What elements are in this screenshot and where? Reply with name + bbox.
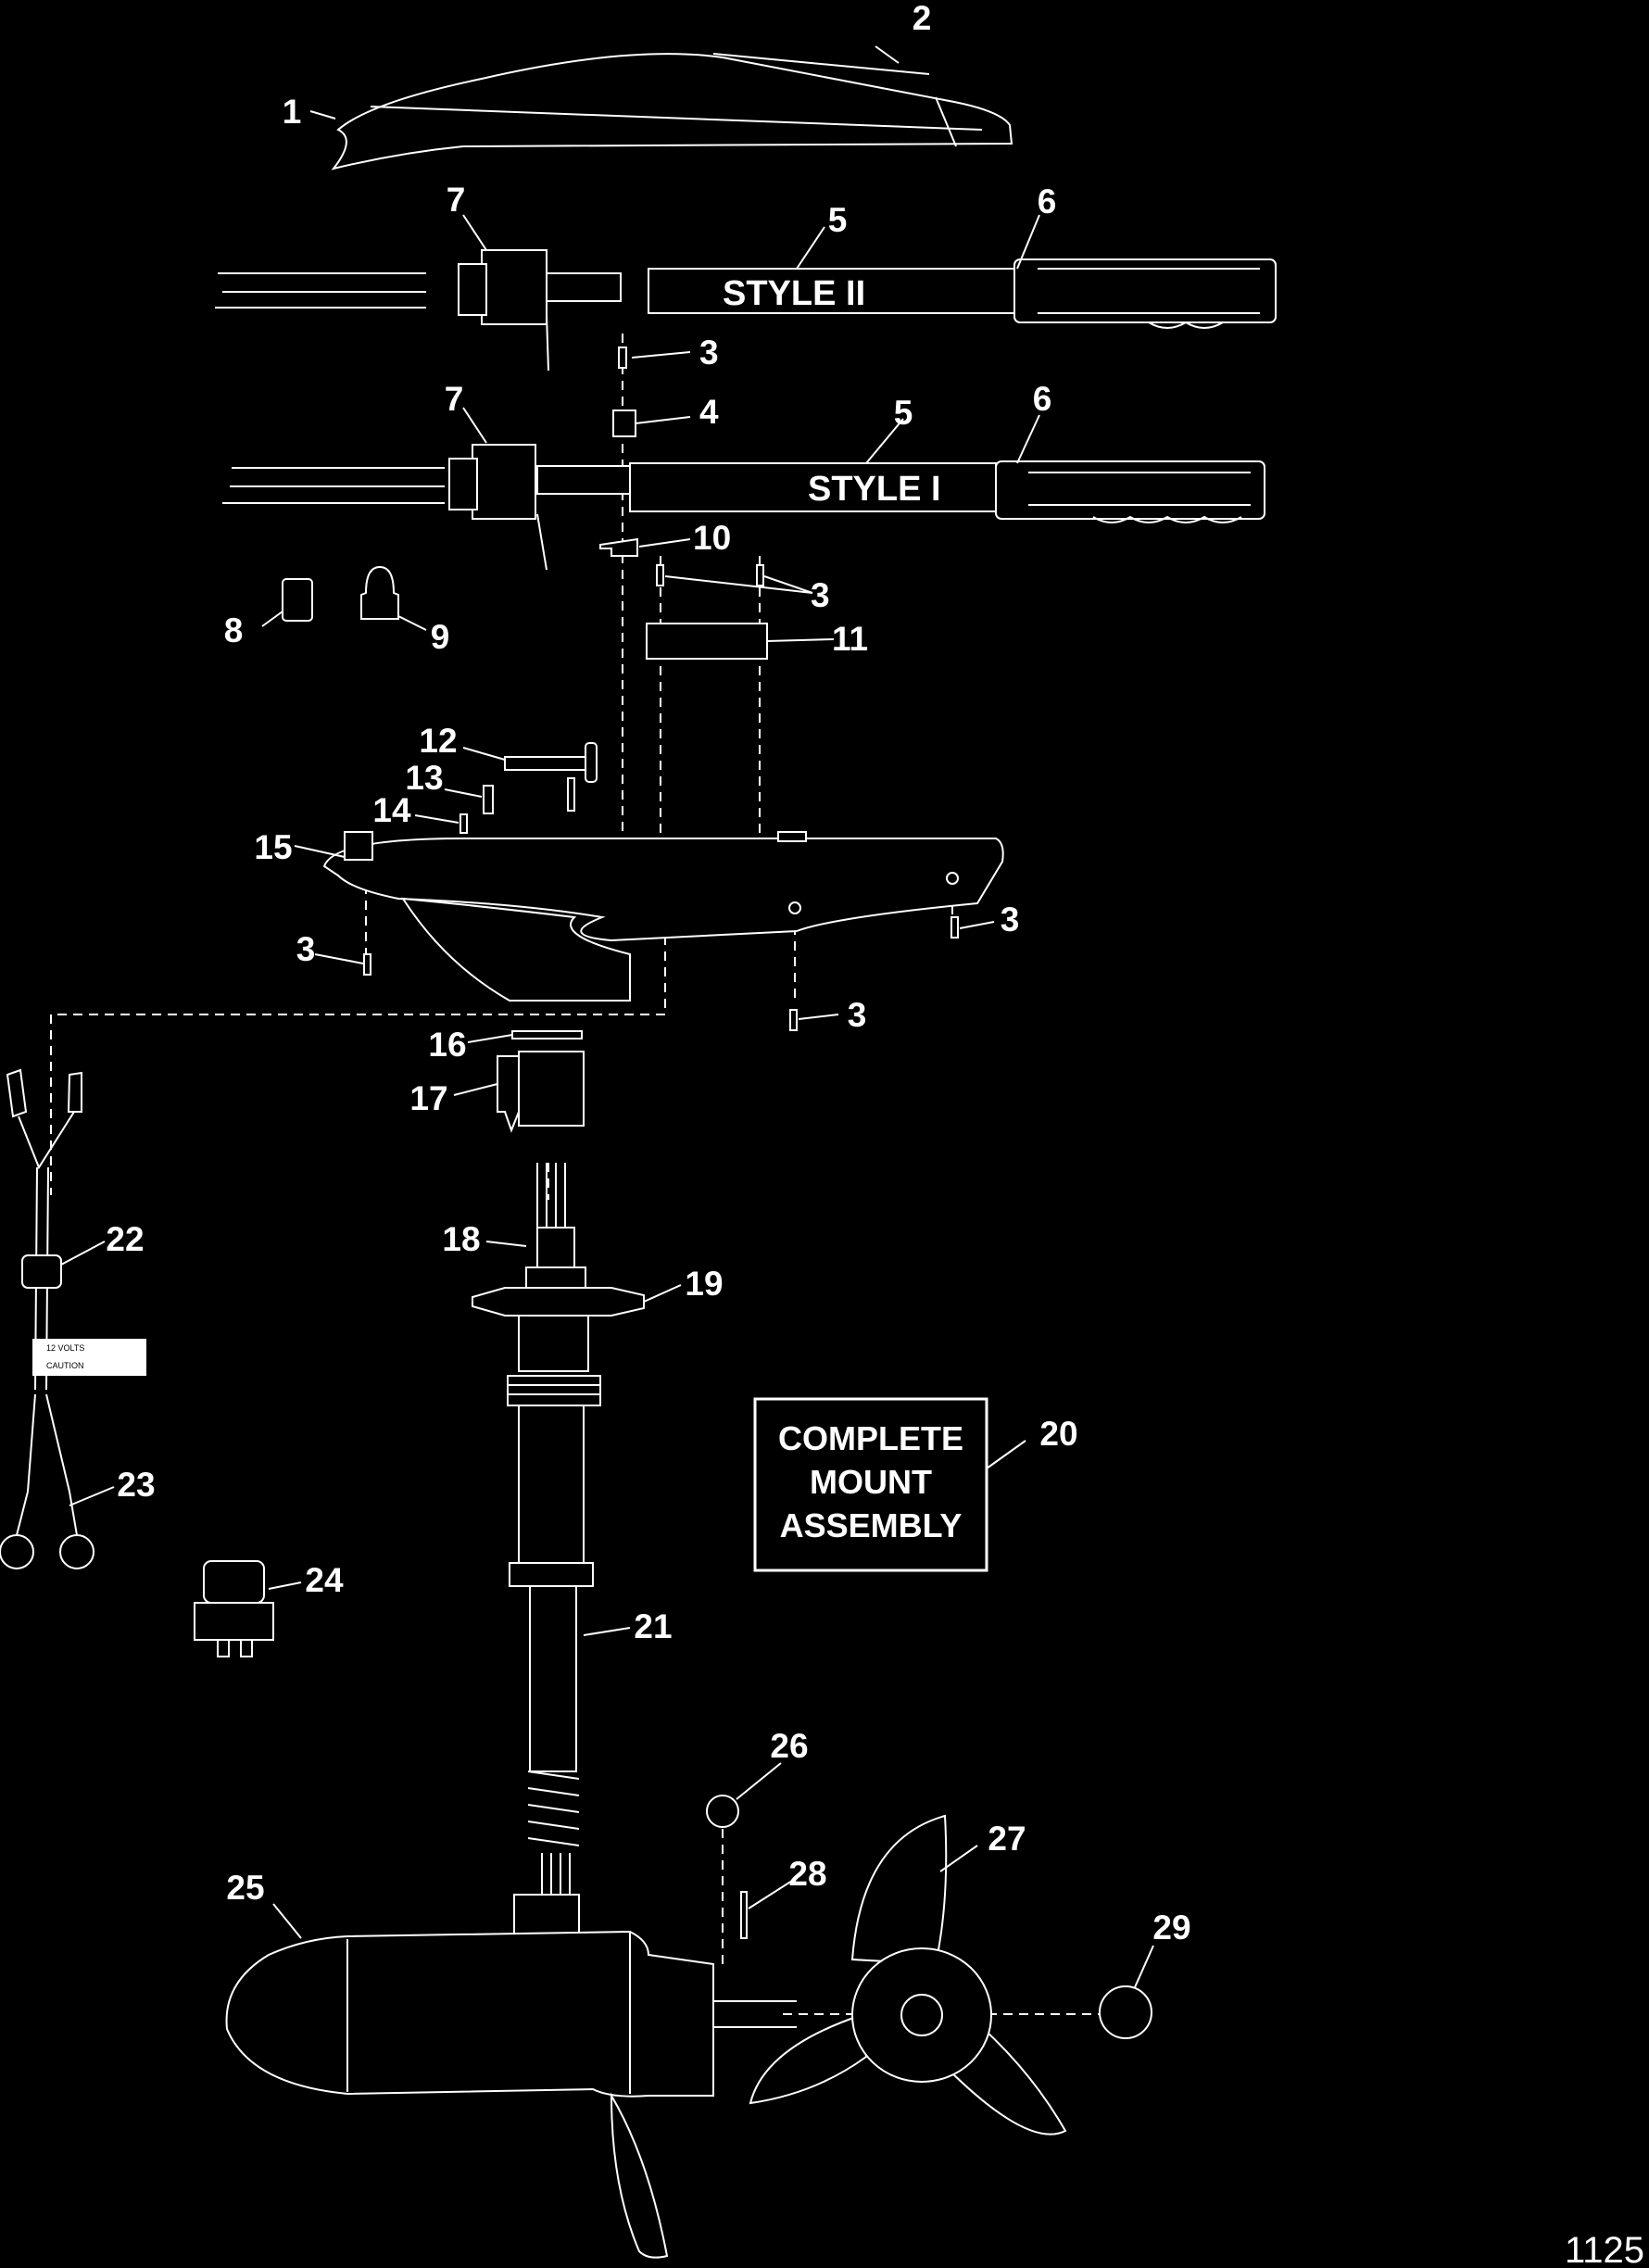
callout-6-style-1: 6 [1033, 380, 1052, 418]
callout-25: 25 [226, 1869, 264, 1907]
callout-22: 22 [106, 1220, 144, 1258]
assembly-box-line-2: MOUNT [810, 1463, 932, 1501]
callout-13: 13 [405, 759, 443, 797]
callout-6-style-2: 6 [1038, 183, 1057, 220]
callout-8: 8 [224, 611, 244, 649]
screw-part [618, 346, 627, 369]
callout-3-right: 3 [1001, 901, 1020, 939]
screw-part [363, 953, 371, 976]
sleeve-part [646, 623, 768, 660]
screw-part [756, 564, 764, 586]
power-cable [0, 1068, 146, 1569]
callout-3-bottom: 3 [848, 996, 867, 1034]
tag-line-2: CAUTION [46, 1361, 84, 1370]
callout-12: 12 [419, 722, 457, 760]
motor-lower-unit [225, 1894, 797, 2259]
bolt-assembly [459, 742, 598, 834]
callout-1: 1 [283, 93, 302, 131]
page-number: 1125 [1565, 2230, 1644, 2268]
callout-16: 16 [428, 1026, 466, 1064]
top-cover [331, 53, 1013, 170]
complete-mount-assembly-box: COMPLETE MOUNT ASSEMBLY [753, 1397, 988, 1572]
tiller-handle-style-2 [215, 249, 1277, 372]
style-1-label: STYLE I [808, 470, 941, 509]
drive-pin [740, 1891, 748, 1939]
callout-4: 4 [699, 393, 719, 431]
callout-2: 2 [913, 0, 932, 37]
thrust-washer [706, 1795, 739, 1828]
steering-column [472, 1163, 645, 1897]
screw-part [656, 564, 664, 586]
callout-9: 9 [431, 618, 450, 656]
callout-20: 20 [1039, 1415, 1077, 1453]
screw-part [789, 1009, 798, 1031]
callout-numbers: 1 2 7 5 6 3 4 7 5 6 10 3 8 9 11 12 13 14… [106, 0, 1190, 1947]
callout-5-style-1: 5 [894, 394, 913, 432]
assembly-box-line-1: COMPLETE [778, 1419, 963, 1457]
power-plug [194, 1560, 274, 1657]
decal-strip [712, 53, 930, 75]
callout-27: 27 [988, 1820, 1026, 1858]
propeller-nut [1099, 1985, 1152, 2039]
callout-18: 18 [442, 1220, 480, 1258]
callout-24: 24 [305, 1561, 344, 1599]
spacer-part [612, 410, 636, 437]
assembly-center-lines [50, 334, 1112, 2015]
callout-3-upper: 3 [699, 334, 719, 372]
callout-7-style-1: 7 [445, 380, 464, 418]
tiller-handle-style-1 [222, 444, 1265, 571]
callout-11: 11 [832, 620, 868, 658]
tag-line-1: 12 VOLTS [46, 1343, 84, 1353]
washer-part [511, 1030, 583, 1040]
connector-part [282, 578, 313, 622]
callout-19: 19 [685, 1265, 723, 1303]
callout-21: 21 [634, 1607, 672, 1645]
propeller [749, 1814, 1067, 2136]
callout-26: 26 [770, 1727, 808, 1765]
callout-29: 29 [1152, 1909, 1190, 1947]
callout-17: 17 [409, 1079, 447, 1117]
callout-23: 23 [117, 1466, 155, 1504]
callout-15: 15 [254, 828, 292, 866]
callout-10: 10 [693, 519, 731, 557]
collar-part [497, 1051, 585, 1133]
mount-housing [322, 831, 1004, 1002]
style-2-label: STYLE II [723, 274, 865, 313]
callout-5-style-2: 5 [828, 201, 848, 239]
switch-bracket [599, 537, 638, 557]
boot-part [360, 565, 399, 620]
callout-3-left: 3 [296, 930, 316, 968]
callout-28: 28 [788, 1855, 826, 1893]
callout-14: 14 [372, 791, 411, 829]
callout-7-style-2: 7 [447, 181, 466, 219]
callout-leader-lines [60, 45, 1154, 1988]
assembly-box-line-3: ASSEMBLY [780, 1506, 963, 1544]
screw-part [950, 916, 959, 939]
callout-3-pair: 3 [811, 576, 830, 614]
